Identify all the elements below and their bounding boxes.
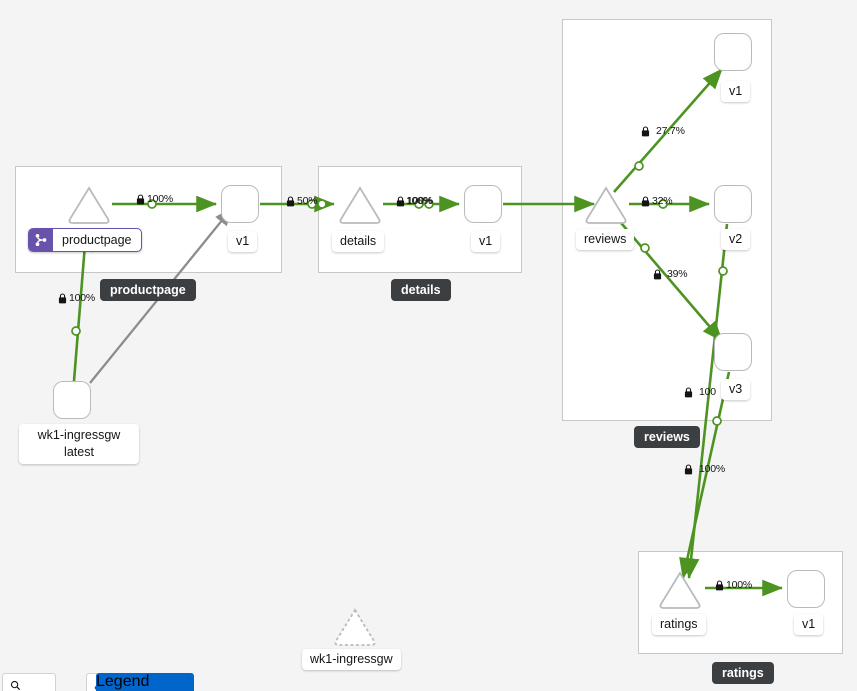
virtual-service-icon: [29, 229, 53, 251]
node-label-productpage[interactable]: productpage: [28, 228, 142, 252]
node-service-details[interactable]: [337, 185, 383, 225]
edge-percent: 100%: [699, 463, 726, 475]
edge-label-ingressgw-productpage: 100%: [58, 293, 95, 304]
edge-label-ratings-v1: 100%: [715, 580, 752, 591]
legend-button[interactable]: Legend: [96, 673, 194, 691]
node-label-reviews-v1[interactable]: v1: [721, 81, 751, 102]
node-label-productpage-v1[interactable]: v1: [228, 231, 258, 252]
edge-label-rev-v3-ratings: 100: [684, 387, 716, 398]
node-label-details-v1[interactable]: v1: [471, 231, 501, 252]
node-workload-reviews-v3[interactable]: [714, 333, 752, 371]
box-label-ratings[interactable]: ratings: [712, 662, 774, 684]
lock-icon: [684, 387, 693, 398]
node-label-ratings-v1[interactable]: v1: [794, 614, 824, 635]
edge-percent: 50%: [297, 195, 318, 207]
lock-icon: [58, 293, 67, 304]
triangle-icon: [659, 571, 701, 609]
node-workload-reviews-v2[interactable]: [714, 185, 752, 223]
edge-percent: 100: [699, 386, 716, 398]
edge-percent: 100%: [147, 193, 174, 205]
edge-label-reviews-v1: 27.7%: [641, 126, 685, 137]
zoom-controls[interactable]: [2, 673, 56, 691]
edge-percent: 39%: [667, 268, 688, 280]
lock-icon: [641, 126, 650, 137]
edge-label-productpage-v1: 100%: [136, 194, 173, 205]
edge-label-details-v1-reviews: 100%: [406, 196, 432, 207]
edge-percent: 100%: [726, 579, 753, 591]
box-label-details[interactable]: details: [391, 279, 451, 301]
box-label-reviews[interactable]: reviews: [634, 426, 700, 448]
lock-icon: [684, 464, 693, 475]
lock-icon: [396, 196, 405, 207]
edge-label-rev-v2-ratings: 100%: [684, 464, 725, 475]
node-workload-reviews-v1[interactable]: [714, 33, 752, 71]
edge-percent: 100%: [69, 292, 96, 304]
node-label-reviews-v2[interactable]: v2: [721, 229, 751, 250]
edge-percent: 100%: [406, 195, 433, 207]
edge-label-reviews-v3: 39%: [653, 268, 688, 280]
node-workload-ratings-v1[interactable]: [787, 570, 825, 608]
edge-percent: 100%: [407, 195, 434, 207]
lock-icon: [286, 196, 295, 207]
edge-label-pp-v1-details: 50%: [286, 195, 318, 207]
node-workload-productpage-v1[interactable]: [221, 185, 259, 223]
node-service-reviews[interactable]: [583, 185, 629, 225]
edge-label-details-v1: 100%: [396, 196, 433, 207]
triangle-icon: [68, 186, 110, 224]
edge-label-reviews-v2: 32%: [641, 195, 673, 207]
zoom-icon: [10, 680, 21, 691]
node-service-productpage[interactable]: [66, 185, 112, 225]
lock-icon: [653, 269, 662, 280]
lock-icon: [715, 580, 724, 591]
edge-percent: 32%: [652, 195, 673, 207]
node-label-text: productpage: [62, 233, 132, 247]
node-label-reviews[interactable]: reviews: [576, 229, 635, 250]
node-service-ratings[interactable]: [657, 570, 703, 610]
bottom-toolbar[interactable]: Legend: [0, 672, 857, 691]
node-label-ingressgw[interactable]: wk1-ingressgw latest: [19, 424, 139, 464]
box-label-productpage[interactable]: productpage: [100, 279, 196, 301]
node-workload-details-v1[interactable]: [464, 185, 502, 223]
edge-percent: 27.7%: [656, 125, 685, 137]
node-label-details[interactable]: details: [332, 231, 385, 252]
lock-icon: [136, 194, 145, 205]
lock-icon: [641, 196, 650, 207]
node-workload-ingressgw[interactable]: [53, 381, 91, 419]
node-label-ratings[interactable]: ratings: [652, 614, 706, 635]
node-service-wk1-ingressgw-outside[interactable]: [332, 607, 378, 647]
triangle-icon: [339, 186, 381, 224]
node-label-wk1-ingressgw-outside[interactable]: wk1-ingressgw: [302, 649, 401, 670]
triangle-icon: [585, 186, 627, 224]
node-label-reviews-v3[interactable]: v3: [721, 379, 751, 400]
triangle-dashed-icon: [334, 608, 376, 646]
